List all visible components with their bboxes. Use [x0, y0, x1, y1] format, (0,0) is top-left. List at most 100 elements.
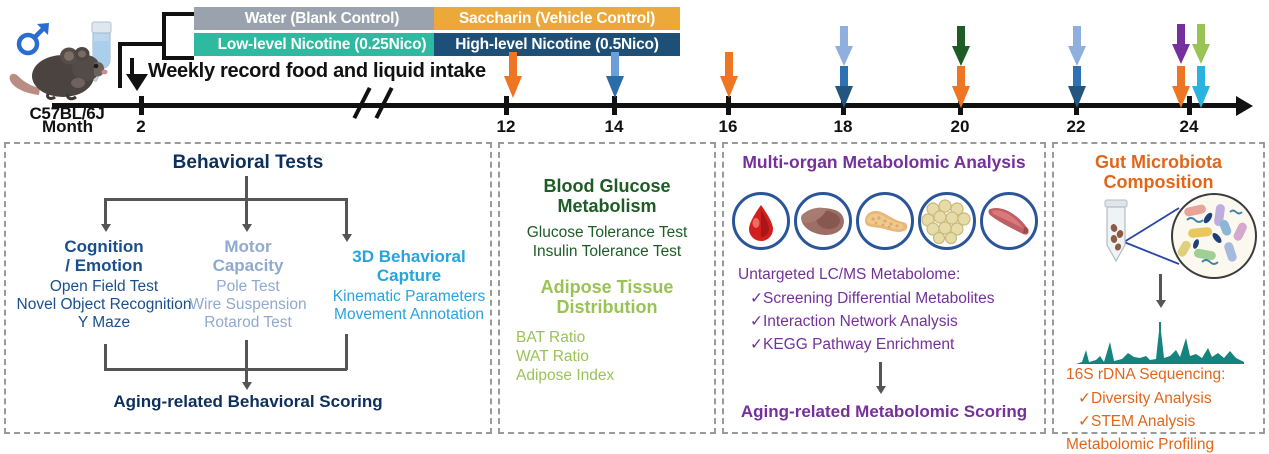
panel-gut-microbiota: Gut Microbiota Composition: [1052, 142, 1265, 453]
column-item: Pole Test: [216, 278, 280, 296]
axis-tick-label: 24: [1179, 117, 1199, 136]
column-item: Open Field Test: [49, 278, 159, 296]
check-label: Diversity Analysis: [1091, 390, 1212, 407]
axis-unit-label: Month: [42, 117, 93, 136]
chromatogram-icon: [1076, 312, 1244, 369]
glucose-title: Blood Glucose Metabolism: [500, 176, 714, 216]
connector-merge-right: [345, 334, 348, 370]
glucose-item: Insulin Tolerance Test: [532, 243, 682, 260]
microbiota-connector: [1159, 274, 1162, 302]
behavior-panel-title: Behavioral Tests: [172, 152, 324, 173]
timeline-header: C57BL/6J Weekly record food and liquid i…: [0, 0, 1269, 140]
pancreas-icon: [856, 192, 914, 250]
column-item: Movement Annotation: [334, 306, 484, 324]
connector-crossbar-bottom: [104, 368, 347, 371]
axis-tick-label: 12: [496, 117, 516, 136]
fecal-tube-icon: [1104, 199, 1128, 263]
liver-icon: [794, 192, 852, 250]
connector-branch-right: [345, 198, 348, 236]
axis-tick-label: 16: [718, 117, 738, 136]
metabolome-footer-label: Aging-related Metabolomic Scoring: [740, 402, 1028, 421]
check-label: KEGG Pathway Enrichment: [763, 336, 955, 353]
behavior-footer-label: Aging-related Behavioral Scoring: [113, 392, 383, 411]
mouse-illustration: [6, 10, 136, 105]
column-heading-line-1: Cognition: [64, 237, 144, 256]
check-icon: ✓: [1078, 390, 1091, 407]
column-heading-line-2: / Emotion: [65, 255, 143, 275]
connector-trunk: [245, 176, 248, 200]
connector-branch-mid: [245, 198, 248, 226]
panel-metabolomic-analysis: Multi-organ Metabolomic Analysis: [722, 142, 1046, 434]
column-item: Kinematic Parameters: [332, 288, 486, 306]
microbiota-connector-arrowhead: [1155, 300, 1166, 308]
microbiota-title: Gut Microbiota Composition: [1054, 152, 1263, 192]
bracket-branch-bottom: [162, 56, 194, 60]
microbiota-lead-in: 16S rDNA Sequencing:: [1066, 366, 1226, 383]
glucose-item: Glucose Tolerance Test: [526, 224, 688, 241]
column-heading-line-2: Capacity: [212, 255, 284, 275]
glucose-title-line-1: Blood Glucose: [543, 176, 671, 196]
check-label: STEM Analysis: [1091, 413, 1196, 430]
check-icon: ✓: [750, 336, 763, 353]
microbiota-title-line-2: Composition: [1103, 172, 1214, 193]
microbiota-check-item: ✓Diversity Analysis: [1078, 389, 1212, 408]
legend-chip-saccharin: Saccharin (Vehicle Control): [434, 7, 680, 30]
column-heading-line-1: Motor: [224, 237, 272, 256]
microbiota-extra-label: Metabolomic Profiling: [1066, 436, 1215, 453]
axis-arrow-icon: [1236, 95, 1253, 116]
bracket-vertical-left: [118, 42, 122, 88]
microbiota-title-line-1: Gut Microbiota: [1095, 152, 1222, 172]
axis-tick-label: 14: [604, 117, 624, 136]
column-item: Wire Suspension: [189, 296, 307, 314]
column-item: Novel Object Recognition: [16, 296, 192, 314]
bacteria-magnifier-icon: [1171, 193, 1257, 279]
check-label: Screening Differential Metabolites: [763, 290, 995, 307]
metabolome-lead-in: Untargeted LC/MS Metabolome:: [738, 266, 961, 283]
behavior-column-motor: Motor Capacity Pole Test Wire Suspension…: [186, 237, 310, 332]
connector-arrowhead-right: [341, 234, 352, 242]
strain-label: C57BL/6J: [29, 104, 105, 123]
legend-chip-low-nicotine: Low-level Nicotine (0.25Nico): [194, 33, 450, 56]
connector-arrowhead-footer: [241, 382, 252, 390]
glucose-title-line-2: Metabolism: [557, 196, 657, 217]
weekly-arrow-head: [126, 74, 148, 91]
connector-merge-left: [104, 344, 107, 370]
connector-crossbar-top: [104, 198, 347, 201]
connector-arrowhead-mid: [241, 224, 252, 232]
column-item: Y Maze: [77, 314, 131, 332]
check-icon: ✓: [1078, 413, 1091, 430]
column-item: Rotarod Test: [204, 314, 292, 332]
adipose-icon: [918, 192, 976, 250]
bracket-vertical-right: [162, 12, 166, 60]
adipose-item: BAT Ratio: [516, 329, 586, 346]
axis-tick-label: 22: [1066, 117, 1086, 136]
adipose-item: WAT Ratio: [516, 348, 589, 365]
adipose-title-line-2: Distribution: [556, 297, 658, 318]
metabolome-check-item: ✓Interaction Network Analysis: [750, 312, 958, 331]
axis-tick: [1187, 96, 1192, 115]
adipose-title-line-1: Adipose Tissue: [540, 277, 674, 297]
column-heading-line-1: 3D Behavioral: [352, 247, 466, 266]
connector-arrowhead-left: [100, 224, 111, 232]
check-icon: ✓: [750, 290, 763, 307]
mouse-icon: [9, 47, 108, 101]
axis-tick-label: 18: [833, 117, 853, 136]
column-heading-line-2: Capture: [376, 265, 442, 285]
axis-tick: [504, 96, 509, 115]
microbiota-illustration: [1084, 192, 1259, 302]
check-icon: ✓: [750, 313, 763, 330]
axis-tick: [139, 96, 144, 115]
weekly-arrow-shaft: [130, 58, 134, 80]
metabolome-connector: [879, 362, 882, 388]
behavior-column-3d-capture: 3D Behavioral Capture Kinematic Paramete…: [324, 247, 494, 324]
panel-behavioral-tests: Behavioral Tests Cognition / Emotion Ope…: [4, 142, 492, 434]
check-label: Interaction Network Analysis: [763, 313, 958, 330]
metabolome-connector-arrowhead: [875, 386, 886, 394]
axis-tick: [612, 96, 617, 115]
adipose-item: Adipose Index: [516, 367, 615, 384]
metabolome-check-item: ✓Screening Differential Metabolites: [750, 289, 994, 308]
weekly-record-label: Weekly record food and liquid intake: [148, 60, 486, 82]
connector-merge-mid: [245, 340, 248, 370]
metabolome-title: Multi-organ Metabolomic Analysis: [742, 152, 1026, 172]
metabolome-check-item: ✓KEGG Pathway Enrichment: [750, 335, 954, 354]
